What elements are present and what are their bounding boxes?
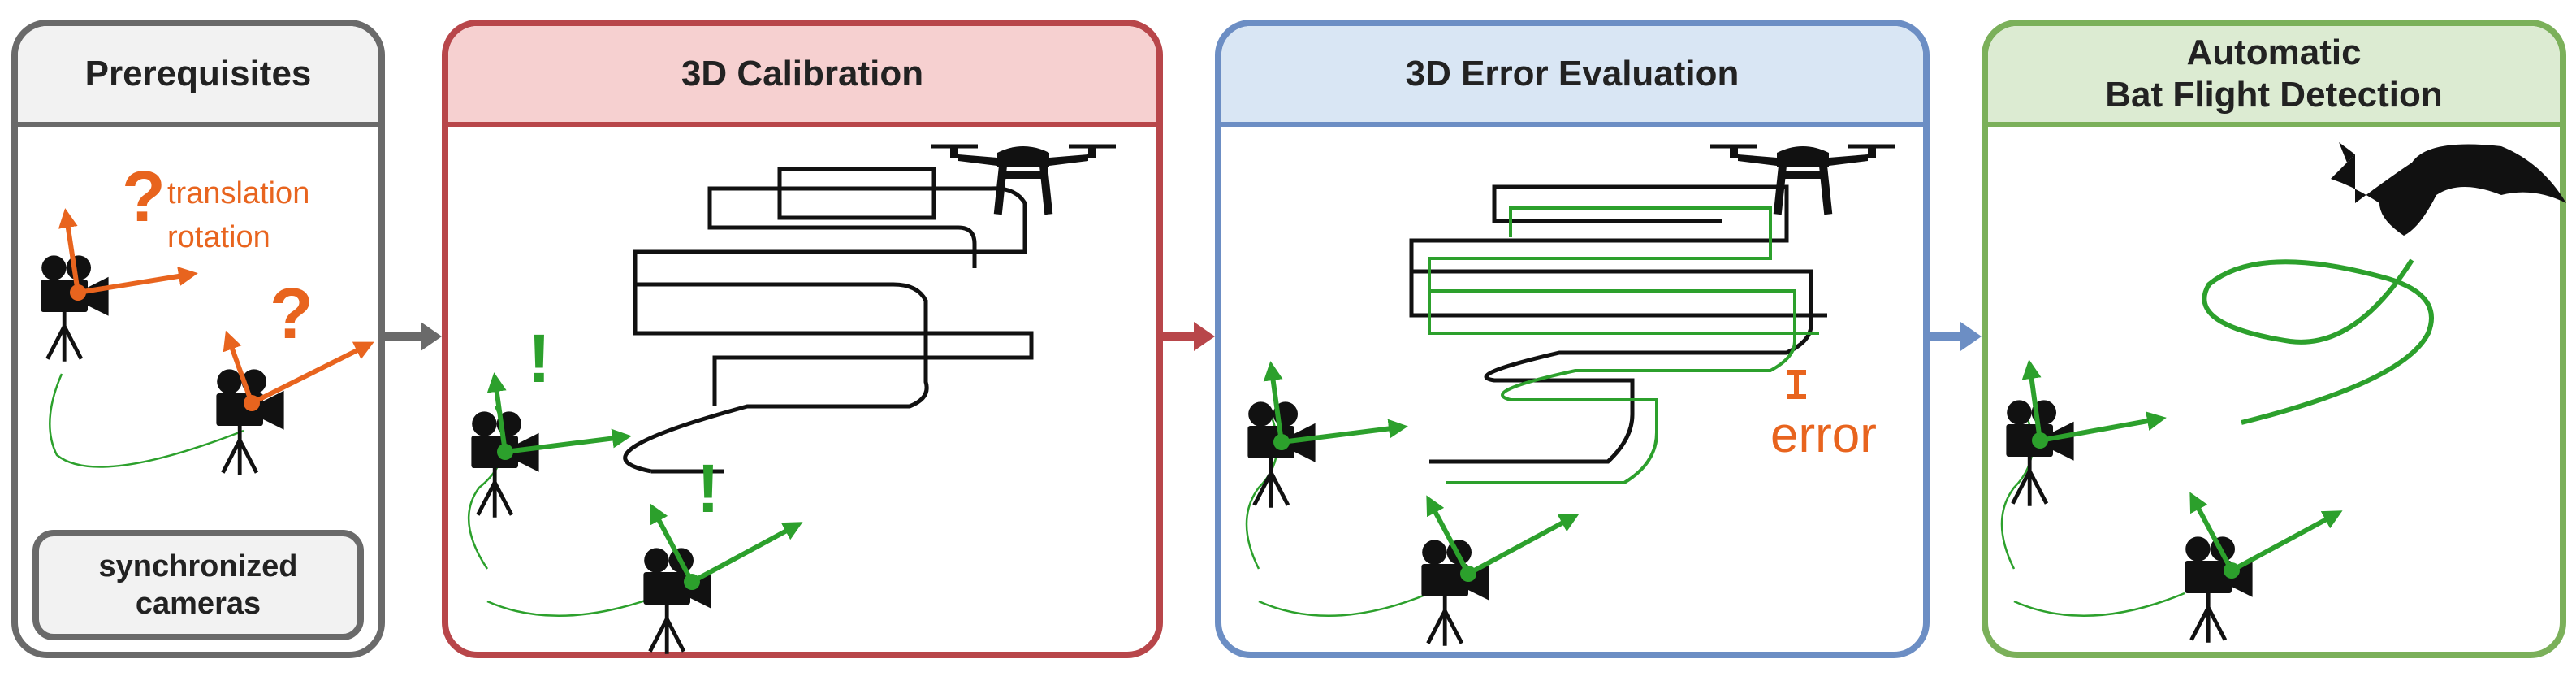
arrow-right-icon: [1930, 322, 1982, 351]
reference-flight-path: [1409, 184, 1827, 464]
video-camera-icon: [2185, 536, 2252, 642]
calibration-title: 3D Calibration: [448, 26, 1156, 127]
video-camera-icon: [216, 369, 283, 475]
bat-flight-track: [2202, 258, 2434, 425]
exclamation-mark: !: [528, 320, 551, 397]
prerequisites-panel: Prerequisites synchronized cameras: [11, 20, 385, 658]
arrow-right-icon: [385, 322, 442, 351]
drone-icon: [1710, 146, 1895, 215]
calibration-panel: 3D Calibration: [442, 20, 1163, 658]
rotation-label: rotation: [167, 220, 270, 254]
video-camera-icon: [1421, 540, 1489, 645]
video-camera-icon: [1247, 401, 1315, 507]
question-mark: ?: [122, 156, 166, 236]
sync-label-line2: cameras: [135, 587, 261, 621]
exclamation-mark: !: [697, 450, 720, 527]
synchronized-cameras-box: synchronized cameras: [32, 530, 364, 640]
bat-detection-title-line2: Bat Flight Detection: [2105, 75, 2443, 115]
bat-detection-title: Automatic Bat Flight Detection: [1988, 26, 2560, 127]
sync-cable: [49, 373, 244, 468]
video-camera-icon: [643, 548, 711, 653]
bat-detection-title-line1: Automatic: [2186, 33, 2362, 72]
question-mark: ?: [270, 273, 313, 354]
error-marker: [1787, 370, 1806, 399]
calibration-flight-path: [623, 186, 1034, 474]
error-label: error: [1770, 407, 1877, 463]
error-evaluation-title: 3D Error Evaluation: [1221, 26, 1923, 127]
prerequisites-title: Prerequisites: [18, 26, 378, 127]
arrow-right-icon: [1163, 322, 1215, 351]
error-evaluation-panel: 3D Error Evaluation: [1215, 20, 1930, 658]
estimated-flight-path: [1428, 206, 1819, 484]
video-camera-icon: [471, 411, 538, 517]
video-camera-icon: [2006, 400, 2073, 505]
translation-label: translation: [167, 176, 309, 210]
bat-icon: [2331, 144, 2566, 236]
sync-label-line1: synchronized: [98, 549, 298, 583]
